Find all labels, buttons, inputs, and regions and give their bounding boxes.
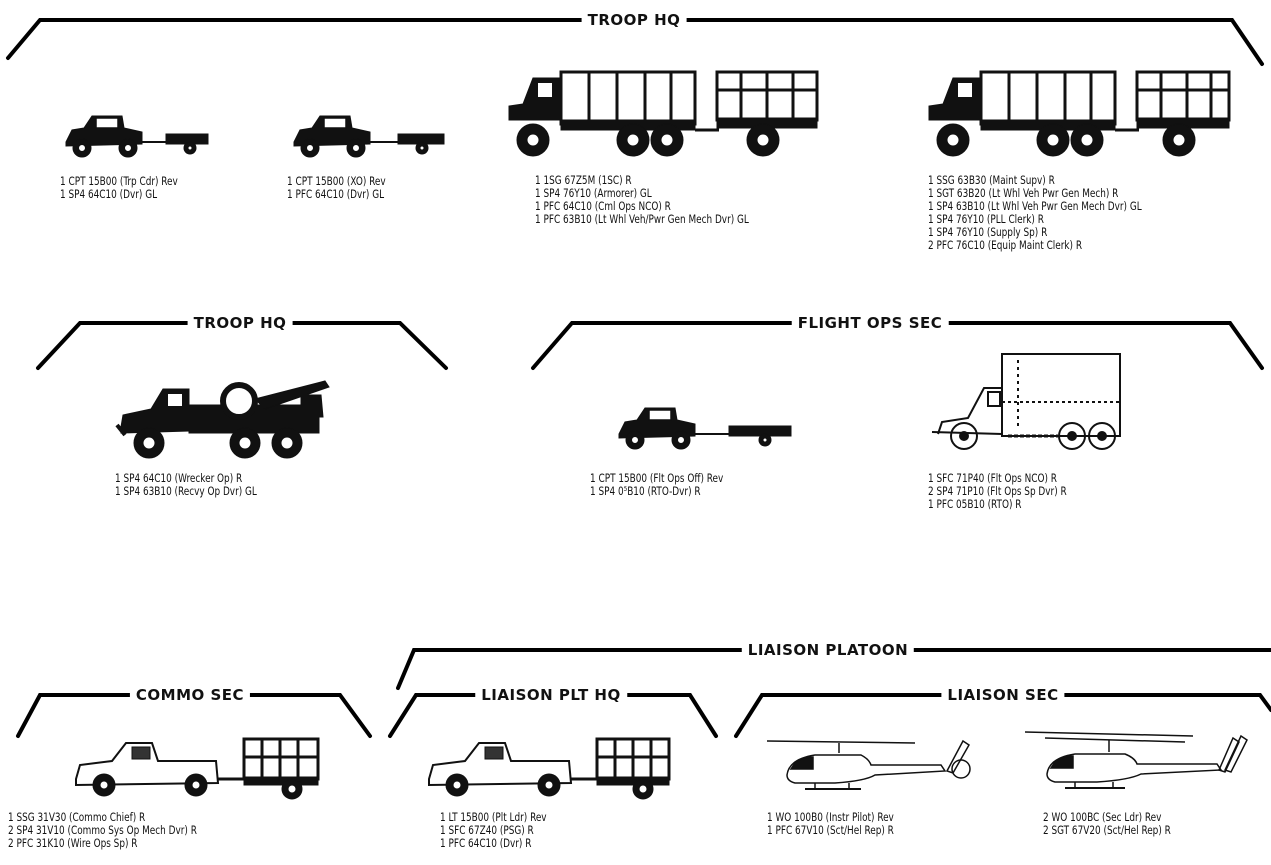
section-title-liaison-plt-hq: LIAISON PLT HQ bbox=[475, 686, 627, 704]
section-title-troop-hq-top: TROOP HQ bbox=[582, 11, 687, 29]
jeep-icon bbox=[62, 108, 212, 168]
helicopter-icon bbox=[765, 735, 980, 795]
personnel-line: 1 SP4 63B10 (Recvy Op Dvr) GL bbox=[115, 485, 257, 498]
personnel-line: 1 SP4 0⁵B10 (RTO-Dvr) R bbox=[590, 485, 723, 498]
personnel-line: 1 PFC 67V10 (Sct/Hel Rep) R bbox=[767, 824, 894, 837]
wrecker-truck-icon bbox=[115, 375, 345, 465]
personnel-line: 1 PFC 63B10 (Lt Whl Veh/Pwr Gen Mech Dvr… bbox=[535, 213, 749, 226]
personnel-line: 1 SP4 64C10 (Dvr) GL bbox=[60, 188, 178, 201]
cargo-truck-trailer-icon bbox=[505, 50, 825, 165]
personnel-line: 1 PFC 64C10 (Dvr) GL bbox=[287, 188, 386, 201]
personnel-line: 2 PFC 76C10 (Equip Maint Clerk) R bbox=[928, 239, 1142, 252]
caption-jeep1: 1 CPT 15B00 (Trp Cdr) Rev 1 SP4 64C10 (D… bbox=[60, 175, 178, 201]
section-title-commo-sec: COMMO SEC bbox=[130, 686, 250, 704]
caption-wrecker: 1 SP4 64C10 (Wrecker Op) R 1 SP4 63B10 (… bbox=[115, 472, 257, 498]
caption-pickup2: 1 LT 15B00 (Plt Ldr) Rev 1 SFC 67Z40 (PS… bbox=[440, 811, 547, 850]
caption-van: 1 SFC 71P40 (Flt Ops NCO) R 2 SP4 71P10 … bbox=[928, 472, 1067, 511]
section-title-flight-ops: FLIGHT OPS SEC bbox=[792, 314, 949, 332]
caption-jeep2: 1 CPT 15B00 (XO) Rev 1 PFC 64C10 (Dvr) G… bbox=[287, 175, 386, 201]
helicopter-icon bbox=[1025, 728, 1260, 796]
caption-jeep3: 1 CPT 15B00 (Flt Ops Off) Rev 1 SP4 0⁵B1… bbox=[590, 472, 723, 498]
pickup-truck-trailer-icon bbox=[72, 735, 322, 810]
section-title-liaison-platoon: LIAISON PLATOON bbox=[742, 641, 914, 659]
section-title-troop-hq-mid: TROOP HQ bbox=[188, 314, 293, 332]
shelter-van-truck-icon bbox=[928, 352, 1148, 457]
caption-heli2: 2 WO 100BC (Sec Ldr) Rev 2 SGT 67V20 (Sc… bbox=[1043, 811, 1171, 837]
personnel-line: 1 PFC 64C10 (Dvr) R bbox=[440, 837, 547, 850]
caption-truck2: 1 SSG 63B30 (Maint Supv) R 1 SGT 63B20 (… bbox=[928, 174, 1142, 252]
jeep-icon bbox=[615, 400, 805, 460]
jeep-icon bbox=[290, 108, 450, 168]
cargo-truck-trailer-icon bbox=[925, 50, 1235, 165]
section-title-liaison-sec: LIAISON SEC bbox=[941, 686, 1064, 704]
pickup-truck-trailer-icon bbox=[425, 735, 675, 810]
personnel-line: 2 PFC 31K10 (Wire Ops Sp) R bbox=[8, 837, 197, 850]
personnel-line: 1 PFC 05B10 (RTO) R bbox=[928, 498, 1067, 511]
caption-heli1: 1 WO 100B0 (Instr Pilot) Rev 1 PFC 67V10… bbox=[767, 811, 894, 837]
caption-pickup1: 1 SSG 31V30 (Commo Chief) R 2 SP4 31V10 … bbox=[8, 811, 197, 850]
caption-truck1: 1 1SG 67Z5M (1SC) R 1 SP4 76Y10 (Armorer… bbox=[535, 174, 749, 226]
personnel-line: 2 SGT 67V20 (Sct/Hel Rep) R bbox=[1043, 824, 1171, 837]
